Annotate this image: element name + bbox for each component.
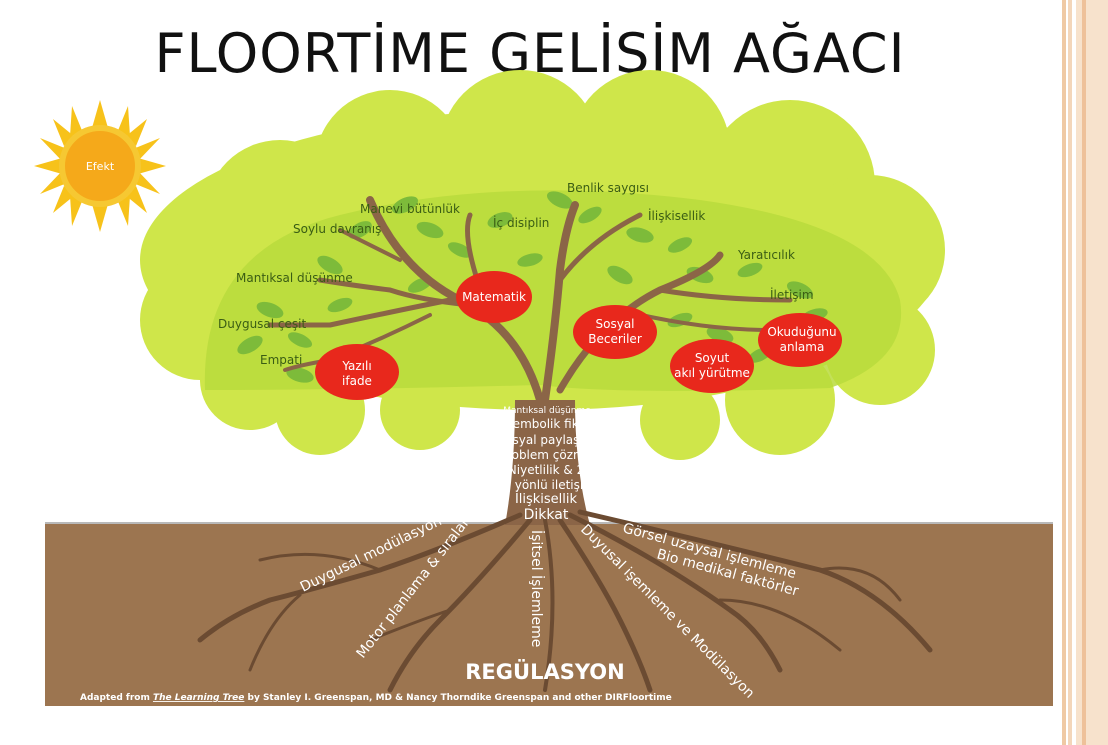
credit-line: Adapted from The Learning Tree by Stanle…: [80, 693, 672, 703]
apple-yazili-line2: ifade: [342, 374, 372, 388]
right-border-stripe-3: [1076, 0, 1108, 745]
apple-soyut-line1: Soyut: [695, 351, 730, 365]
label-mantiksal-dusunme: Mantıksal düşünme: [236, 271, 353, 285]
sun-label: Efekt: [86, 160, 115, 173]
apple-sosyal-line2: Beceriler: [588, 332, 642, 346]
trunk-label-niyetlilik: Niyetlilik & 2: [508, 463, 584, 477]
trunk-label-mantiksal: Mantıksal düşünme: [503, 406, 591, 416]
sun: [59, 125, 141, 207]
trunk-label-iliskisellik: İlişkisellik: [515, 491, 578, 507]
label-yaraticilik: Yaratıcılık: [737, 248, 795, 262]
apple-yazili-line1: Yazılı: [341, 359, 371, 373]
root-label-isitsel: İşitsel İşlemleme: [528, 530, 546, 647]
trunk: [505, 400, 590, 525]
trunk-label-sosyal-paylasim: Sosyal paylaşım: [498, 433, 595, 447]
label-iliskisellik-canopy: İlişkisellik: [648, 208, 705, 223]
apple-sosyal-line1: Sosyal: [596, 317, 635, 331]
right-border-stripe-4: [1082, 0, 1086, 745]
credit-book: The Learning Tree: [153, 693, 244, 703]
label-empati: Empati: [260, 353, 302, 367]
apple-soyut-line2: akıl yürütme: [674, 366, 750, 380]
apple-sosyal-beceriler: Sosyal Beceriler: [573, 305, 657, 359]
apple-okudugunu-line2: anlama: [780, 340, 825, 354]
label-duygusal-cesit: Duygusal çeşit: [218, 317, 306, 331]
right-border-stripe-2: [1068, 0, 1072, 745]
trunk-label-dikkat: Dikkat: [524, 507, 569, 523]
label-ic-disiplin: İç disiplin: [493, 215, 549, 230]
label-manevi-butunluk: Manevi bütünlük: [360, 202, 460, 216]
trunk-label-iki-yonlu: İki yönlü iletişim: [497, 477, 595, 492]
apple-okudugunu-line1: Okuduğunu: [767, 325, 836, 339]
label-benlik-saygisi: Benlik saygısı: [567, 181, 649, 195]
credit-prefix: Adapted from: [80, 693, 153, 703]
credit-suffix: by Stanley I. Greenspan, MD & Nancy Thor…: [244, 693, 671, 703]
trunk-label-problem: Problem çözme: [500, 448, 592, 462]
tree-diagram: Efekt Benlik saygısı Manevi bütünlük İç …: [34, 70, 1053, 706]
apple-yazili-ifade: Yazılı ifade: [315, 344, 399, 400]
label-soylu-davranis: Soylu davranış: [293, 222, 381, 236]
root-label-regulasyon: REGÜLASYON: [465, 659, 624, 684]
apple-matematik: Matematik: [456, 271, 532, 323]
apple-soyut-akil-yurutme: Soyut akıl yürütme: [670, 339, 754, 393]
label-iletisim: İletişim: [770, 287, 814, 302]
right-border-stripe-1: [1062, 0, 1066, 745]
roots: [197, 509, 933, 693]
apple-matematik-label: Matematik: [462, 290, 526, 304]
apple-okudugunu-anlama: Okuduğunu anlama: [758, 313, 842, 367]
trunk-label-sembolik: Sembolik fikir: [505, 417, 587, 431]
